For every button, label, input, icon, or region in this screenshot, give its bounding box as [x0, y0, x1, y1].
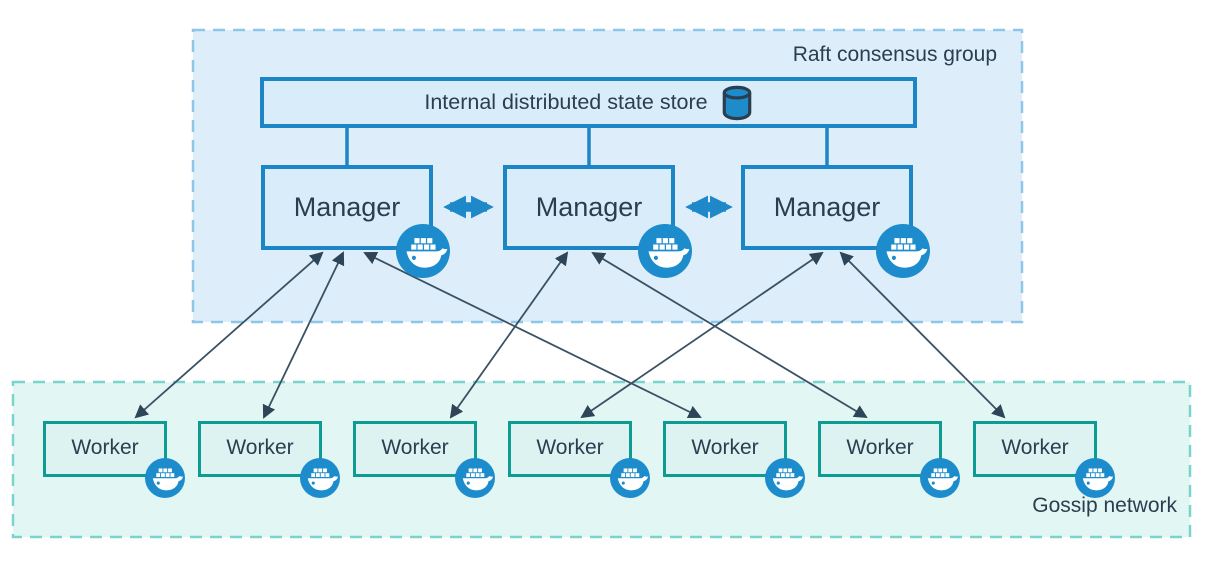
docker-whale-icon — [396, 224, 450, 278]
worker-label: Worker — [226, 436, 294, 459]
docker-whale-icon — [610, 458, 650, 498]
raft-group-label: Raft consensus group — [792, 43, 997, 66]
docker-whale-icon — [920, 458, 960, 498]
gossip-network-label: Gossip network — [1032, 494, 1177, 517]
manager-label: Manager — [535, 192, 643, 222]
worker-label: Worker — [71, 436, 139, 459]
docker-whale-icon — [638, 224, 692, 278]
worker-label: Worker — [381, 436, 449, 459]
worker-label: Worker — [691, 436, 759, 459]
worker-label: Worker — [536, 436, 604, 459]
state-store-box: Internal distributed state store — [260, 77, 917, 128]
worker-label: Worker — [846, 436, 914, 459]
docker-whale-icon — [876, 224, 930, 278]
worker-label: Worker — [1001, 436, 1069, 459]
manager-label: Manager — [773, 192, 881, 222]
docker-whale-icon — [765, 458, 805, 498]
docker-whale-icon — [455, 458, 495, 498]
database-cylinder-icon — [722, 85, 751, 120]
state-store-label: Internal distributed state store — [424, 90, 708, 114]
manager-label: Manager — [293, 192, 401, 222]
docker-whale-icon — [300, 458, 340, 498]
docker-whale-icon — [145, 458, 185, 498]
docker-whale-icon — [1075, 458, 1115, 498]
